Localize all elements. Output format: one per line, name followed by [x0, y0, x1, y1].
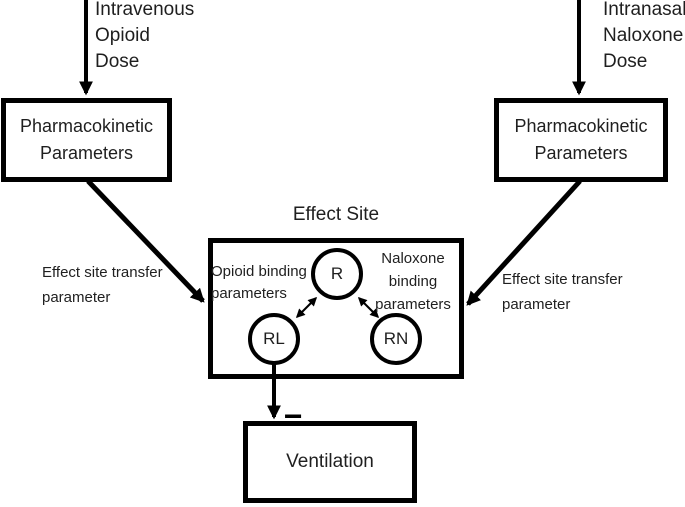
pk-parameters-label-opioid: Pharmacokinetic Parameters — [19, 116, 154, 163]
right-transfer-arrow — [466, 179, 582, 306]
receptor-circle: R — [311, 248, 363, 300]
pk-parameters-label-naloxone: Pharmacokinetic Parameters — [514, 116, 648, 163]
r-rn-double-arrow — [357, 296, 380, 319]
receptor-ligand-circle-label: RL — [263, 329, 285, 348]
left-transfer-arrow — [86, 179, 205, 303]
pk-parameters-box-naloxone: Pharmacokinetic Parameters — [494, 98, 668, 182]
intranasal-naloxone-dose-label: Intranasal Naloxone Dose — [603, 0, 685, 72]
naloxone-binding-label: Naloxone binding parameters — [375, 250, 451, 313]
pk-parameters-box-opioid: Pharmacokinetic Parameters — [1, 98, 172, 182]
left-transfer-label: Effect site transfer parameter — [42, 264, 163, 306]
ventilation-box: Ventilation — [243, 421, 417, 503]
receptor-circle-label: R — [330, 264, 344, 283]
effect-site-title: Effect Site — [292, 204, 380, 225]
opioid-binding-label: Opioid binding parameters — [211, 263, 307, 302]
receptor-ligand-circle: RL — [248, 313, 300, 365]
receptor-naloxone-circle-label: RN — [383, 329, 409, 348]
receptor-naloxone-circle: RN — [370, 313, 422, 365]
effect-site-box — [208, 238, 464, 379]
right-transfer-label: Effect site transfer parameter — [502, 271, 623, 313]
r-rl-double-arrow — [295, 296, 318, 319]
iv-opioid-dose-label: Intravenous Opioid Dose — [95, 0, 195, 72]
ventilation-label: Ventilation — [286, 451, 374, 472]
